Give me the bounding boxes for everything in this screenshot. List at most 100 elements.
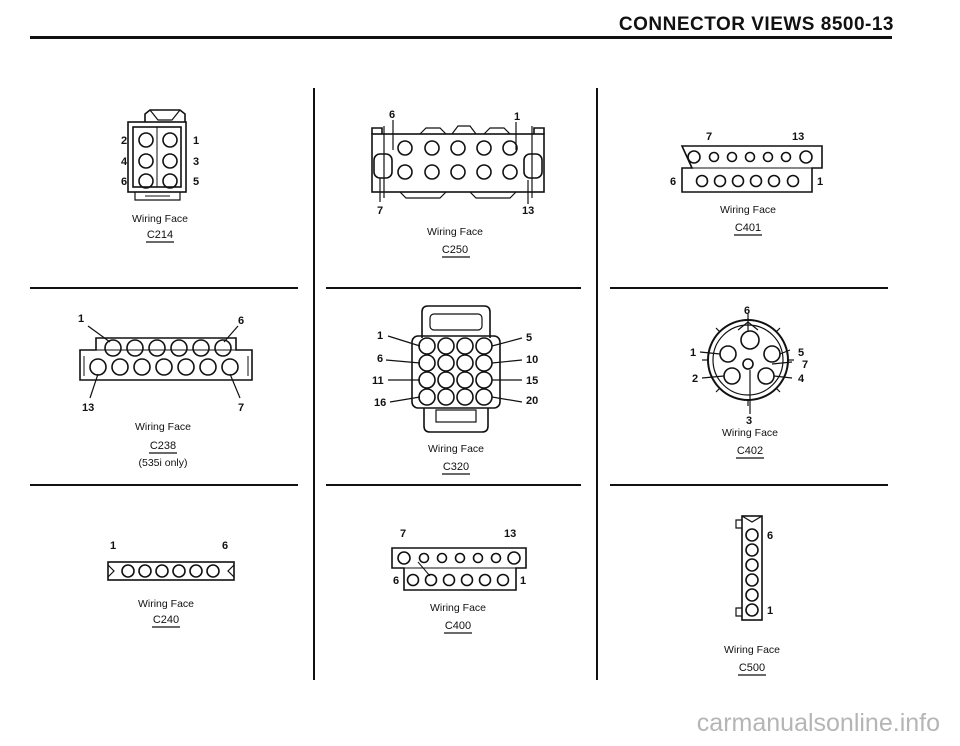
c214-id: C214: [147, 229, 173, 241]
c250-cavities: [397, 140, 518, 180]
c250-housing: [371, 125, 545, 199]
c402-pin-label: 2: [692, 373, 698, 385]
c400-pin-label: 7: [400, 528, 406, 540]
c238-cavities: [89, 339, 239, 376]
divider-row2-col2: [326, 484, 581, 486]
c320-pin-label: 16: [374, 397, 386, 409]
c400-pin-label: 1: [520, 575, 526, 587]
c500-housing: [735, 515, 763, 621]
c320-caption: Wiring Face: [428, 443, 484, 455]
c402-pin-label: 1: [690, 347, 696, 359]
c214-caption: Wiring Face: [132, 213, 188, 225]
page-header: CONNECTOR VIEWS 8500-13: [0, 0, 960, 44]
c250-leader-lines: [379, 120, 529, 204]
page-title: CONNECTOR VIEWS 8500-13: [618, 14, 894, 35]
c400-caption: Wiring Face: [430, 602, 486, 614]
c401-housing: [680, 145, 823, 193]
c240-pin-label: 6: [222, 540, 228, 552]
connector-c320: 1 5 6 10 11 15 16 20 Wiring Face C320: [372, 305, 538, 475]
connector-c400: 7 13 6 1 Wiring Face C400: [391, 528, 527, 634]
c238-leader-lines: [87, 325, 241, 399]
c400-cavities: [397, 551, 521, 587]
divider-vertical-right: [596, 88, 598, 680]
divider-row1-col1: [30, 287, 298, 289]
c250-pin-label: 1: [514, 111, 520, 123]
connector-c402: 6 1 5 7 2 4 3 Wiring Face C402: [690, 305, 808, 459]
c240-caption: Wiring Face: [138, 598, 194, 610]
c320-pin-label: 10: [526, 354, 538, 366]
c250-caption: Wiring Face: [427, 226, 483, 238]
c402-id: C402: [737, 445, 763, 457]
c401-pin-label: 6: [670, 176, 676, 188]
c320-id: C320: [443, 461, 469, 473]
c320-cavities: [418, 337, 493, 406]
c401-cavities: [687, 150, 813, 188]
divider-row1-col2: [326, 287, 581, 289]
divider-row2-col1: [30, 484, 298, 486]
c240-pin-label: 1: [110, 540, 116, 552]
c238-id: C238: [150, 440, 176, 452]
c214-pin-label: 3: [193, 156, 199, 168]
c400-id: C400: [445, 620, 471, 632]
c401-id: C401: [735, 222, 761, 234]
c401-pin-label: 7: [706, 131, 712, 143]
c320-pin-label: 1: [377, 330, 383, 342]
c320-pin-label: 20: [526, 395, 538, 407]
c320-pin-label: 5: [526, 332, 532, 344]
c214-housing: [127, 109, 187, 201]
c214-pin-label: 5: [193, 176, 199, 188]
c320-pin-label: 11: [372, 375, 384, 387]
c240-id: C240: [153, 614, 179, 626]
c214-pin-label: 4: [121, 156, 128, 168]
c238-pin-label: 13: [82, 402, 94, 414]
c240-cavities: [121, 564, 220, 578]
c238-pin-label: 6: [238, 315, 244, 327]
connector-c238: 1 6 13 7 Wiring Face C238 (535i only): [78, 313, 253, 469]
c238-housing: [79, 337, 253, 381]
c238-pin-label: 1: [78, 313, 84, 325]
c250-id: C250: [442, 244, 468, 256]
c500-id: C500: [739, 662, 765, 674]
c402-pin-label: 6: [744, 305, 750, 317]
c320-pin-label: 6: [377, 353, 383, 365]
c402-pin-label: 4: [798, 373, 805, 385]
c214-pin-label: 1: [193, 135, 199, 147]
c250-pin-label: 13: [522, 205, 534, 217]
watermark: carmanualsonline.info: [696, 709, 940, 737]
c402-pin-label: 5: [798, 347, 804, 359]
c500-pin-label: 1: [767, 605, 773, 617]
c402-caption: Wiring Face: [722, 427, 778, 439]
connector-c214: 2 1 4 3 6 5 Wiring Face C214: [121, 109, 199, 243]
c401-caption: Wiring Face: [720, 204, 776, 216]
connector-c500: 6 1 Wiring Face C500: [724, 515, 780, 676]
c250-pin-label: 7: [377, 205, 383, 217]
c500-caption: Wiring Face: [724, 644, 780, 656]
c400-pin-label: 6: [393, 575, 399, 587]
c402-pin-label: 7: [802, 359, 808, 371]
divider-vertical-left: [313, 88, 315, 680]
c214-cavities: [138, 132, 178, 189]
c500-pin-label: 6: [767, 530, 773, 542]
c320-housing: [411, 305, 501, 433]
c214-pin-label: 2: [121, 135, 127, 147]
divider-row2-col3: [610, 484, 888, 486]
connector-c240: 1 6 Wiring Face C240: [107, 540, 235, 628]
c238-note: (535i only): [138, 457, 187, 469]
divider-row1-col3: [610, 287, 888, 289]
c214-pin-label: 6: [121, 176, 127, 188]
c250-pin-label: 6: [389, 109, 395, 121]
c320-pin-label: 15: [526, 375, 538, 387]
c401-pin-label: 13: [792, 131, 804, 143]
c402-leader-lines: [699, 318, 793, 414]
c401-pin-label: 1: [817, 176, 823, 188]
c238-pin-label: 7: [238, 402, 244, 414]
connector-c250: 6 1 7 13 Wiring Face C250: [371, 109, 545, 258]
connector-c401: 7 13 6 1 Wiring Face C401: [670, 131, 823, 236]
c400-pin-label: 13: [504, 528, 516, 540]
c240-housing: [107, 561, 235, 581]
c238-caption: Wiring Face: [135, 421, 191, 433]
header-rule: [30, 36, 892, 39]
c320-leader-lines: [385, 335, 523, 403]
c402-pin-label: 3: [746, 415, 752, 427]
